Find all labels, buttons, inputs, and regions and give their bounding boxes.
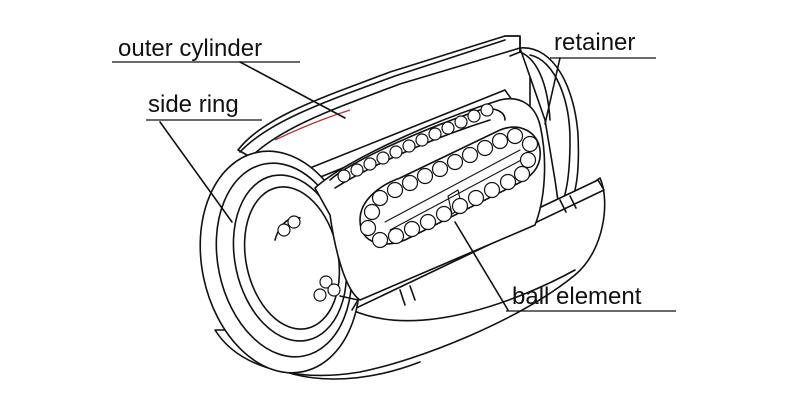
ball-row-upper xyxy=(371,127,539,207)
label-outer-cylinder: outer cylinder xyxy=(118,35,262,62)
leader-side-ring xyxy=(159,121,233,223)
leader-outer-cylinder xyxy=(239,61,346,119)
leader-lines xyxy=(159,57,561,311)
leader-ball-element xyxy=(454,221,509,311)
ball-row-lower xyxy=(359,165,531,249)
ball-row-top xyxy=(337,103,494,183)
label-ball-element-group: ball element xyxy=(506,283,676,312)
label-retainer: retainer xyxy=(554,29,635,56)
label-outer-cylinder-group: outer cylinder xyxy=(112,35,300,63)
label-side-ring-group: side ring xyxy=(146,91,262,121)
label-ball-element: ball element xyxy=(512,283,642,310)
label-retainer-group: retainer xyxy=(550,29,656,59)
label-side-ring: side ring xyxy=(148,91,239,118)
leader-retainer xyxy=(544,57,561,125)
side-ring-face xyxy=(199,150,361,374)
